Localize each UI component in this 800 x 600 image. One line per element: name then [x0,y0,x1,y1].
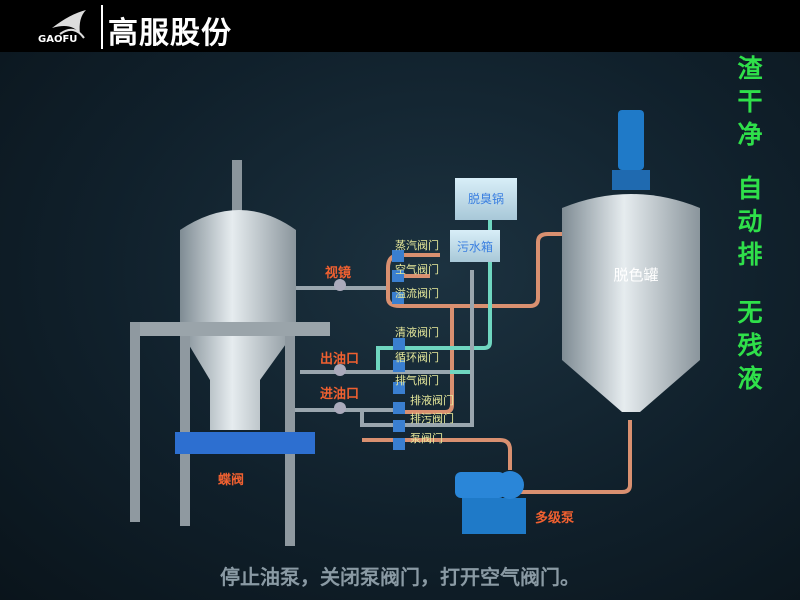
butterfly-valve-label: 蝶阀 [218,472,244,488]
logo-divider [101,5,103,49]
deodorizer-box [455,178,517,220]
filter-vessel [130,160,330,546]
subtitle-caption: 停止油泵，关闭泵阀门，打开空气阀门。 [220,565,580,589]
valve-label: 空气阀门 [395,262,439,276]
gaofu-logo-icon [52,10,86,39]
oil-inlet-label: 进油口 [320,386,359,402]
valve-label: 蒸汽阀门 [395,238,439,252]
deodorizer-label: 脱臭锅 [468,191,504,206]
valve-label: 溢流阀门 [395,286,439,300]
pump-label: 多级泵 [535,510,574,526]
bleaching-tank-label: 脱色罐 [613,266,658,284]
valve-label: 排液阀门 [410,393,454,407]
header-bar [0,0,800,52]
butterfly-valve [175,432,315,454]
valve-label: 循环阀门 [395,350,439,364]
valve-label: 清液阀门 [395,325,439,339]
logo-text: GAOFU [38,34,78,45]
valve-label: 排污阀门 [410,411,454,425]
sewage-tank-label: 污水箱 [457,239,493,254]
oil-outlet-label: 出油口 [320,351,359,367]
slogan-line: 自动排 [737,174,763,269]
valves [392,250,405,450]
multistage-pump [455,471,526,534]
pipes [250,185,632,494]
sight-glass [334,279,346,291]
valve-label: 泵阀门 [410,431,443,445]
sewage-tank-box [450,230,500,262]
sight-glass-label: 视镜 [325,265,351,281]
bleaching-tank [562,110,700,412]
brand-name: 高服股份 [108,16,232,51]
slogan-line: 无残液 [737,298,763,393]
valve-label: 排气阀门 [395,373,439,387]
slogan-line: 渣干净 [737,54,763,149]
